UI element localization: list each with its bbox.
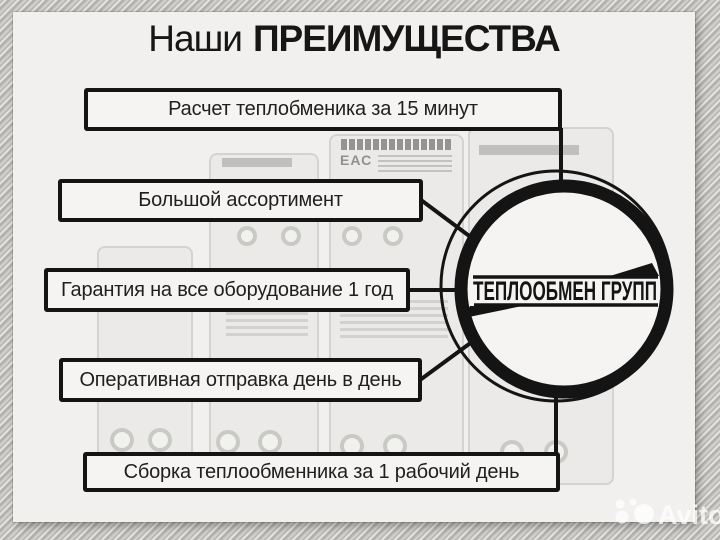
label-text-lines: [378, 153, 453, 172]
advantage-box-assortment: Большой ассортимент: [58, 179, 423, 222]
eac-certification-ghost: ЕАС: [340, 152, 453, 172]
advantage-label: Оперативная отправка день в день: [79, 368, 402, 391]
title-regular: Наши: [148, 18, 243, 59]
avito-watermark: Avito: [615, 498, 720, 530]
advantage-box-assembly: Сборка теплообменника за 1 рабочий день: [83, 452, 560, 492]
spec-table-ghost: [226, 312, 308, 338]
title-emphasis: ПРЕИМУЩЕСТВА: [252, 18, 561, 59]
logo-circle: [454, 179, 674, 399]
port-icon: [216, 430, 240, 454]
product-label-ghost: [479, 145, 579, 155]
advantage-label: Большой ассортимент: [138, 189, 343, 211]
advantage-label: Расчет теплобменика за 15 минут: [168, 98, 478, 120]
port-icon: [342, 226, 362, 246]
port-icon: [110, 428, 134, 452]
company-logo: ТЕПЛООБМЕН ГРУПП: [464, 263, 659, 318]
eac-mark: ЕАС: [340, 152, 373, 168]
advantage-box-warranty: Гарантия на все оборудование 1 год: [44, 268, 410, 312]
arrow-right-icon: [610, 263, 659, 276]
product-label-ghost: [222, 158, 292, 167]
product-label-ghost: [341, 139, 451, 150]
advantage-label: Гарантия на все оборудование 1 год: [61, 278, 393, 301]
advantage-box-shipping: Оперативная отправка день в день: [59, 358, 422, 402]
logo-text: ТЕПЛООБМЕН ГРУПП: [473, 276, 657, 306]
port-icon: [281, 226, 301, 246]
advantage-label: Сборка теплообменника за 1 рабочий день: [123, 460, 520, 483]
port-icon: [237, 226, 257, 246]
avito-wordmark: Avito: [658, 500, 720, 530]
port-icon: [383, 226, 403, 246]
avito-dots-icon: [615, 498, 654, 524]
port-icon: [148, 428, 172, 452]
advantage-box-calculation: Расчет теплобменика за 15 минут: [84, 88, 562, 131]
arrow-left-icon: [464, 306, 522, 318]
